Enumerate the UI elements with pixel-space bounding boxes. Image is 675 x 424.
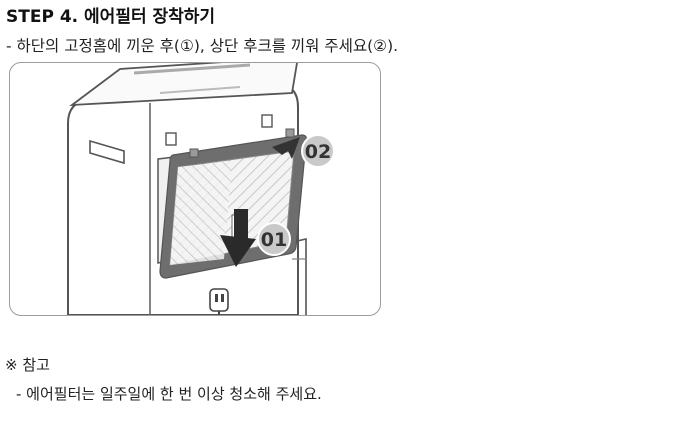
svg-text:01: 01 — [261, 229, 287, 251]
step-instruction: - 하단의 고정홈에 끼운 후(①), 상단 후크를 끼워 주세요(②). — [6, 37, 399, 55]
arrow-icon-up — [272, 137, 300, 159]
step-title: STEP 4. 에어필터 장착하기 — [6, 7, 216, 27]
note-title: ※ 참고 — [5, 356, 50, 374]
badge-01: 01 — [257, 222, 291, 256]
svg-text:02: 02 — [305, 141, 331, 163]
arrow-icon-down — [220, 209, 256, 267]
power-plug-icon — [209, 288, 229, 315]
air-filter-illustration: 02 01 — [9, 62, 381, 316]
badge-02: 02 — [301, 134, 335, 168]
note-text: - 에어필터는 일주일에 한 번 이상 청소해 주세요. — [16, 385, 322, 403]
